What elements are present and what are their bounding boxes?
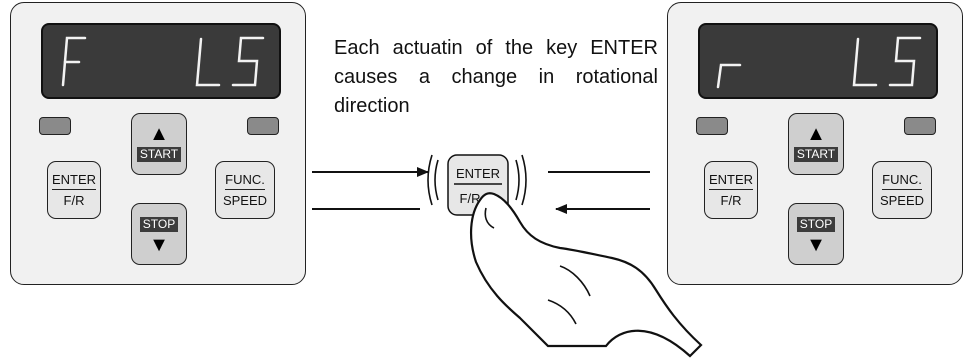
left-control-panel: ENTER F/R FUNC. SPEED ▲ START STOP ▼ (10, 2, 306, 285)
start-label: START (793, 146, 839, 162)
right-control-panel: ENTER F/R FUNC. SPEED ▲ START STOP ▼ (667, 2, 963, 285)
start-key[interactable]: ▲ START (131, 113, 187, 175)
func-label: FUNC. (225, 173, 265, 190)
segment-char-5 (231, 36, 265, 87)
led-left (39, 117, 71, 135)
right-display-segments (716, 36, 922, 89)
stop-key[interactable]: STOP ▼ (788, 203, 844, 265)
left-display-segments (61, 36, 265, 87)
enter-fr-key[interactable]: ENTER F/R (47, 161, 101, 219)
triangle-down-icon: ▼ (806, 233, 826, 256)
led-right (247, 117, 279, 135)
func-speed-key[interactable]: FUNC. SPEED (215, 161, 275, 219)
stop-label: STOP (796, 216, 836, 232)
enter-label: ENTER (708, 173, 754, 190)
segment-char-F (61, 36, 87, 87)
speed-label: SPEED (879, 193, 925, 208)
triangle-up-icon: ▲ (149, 122, 169, 145)
caption-text: Each actuatin of the key ENTER causes a … (334, 37, 658, 117)
segment-char-5 (888, 36, 922, 87)
right-display (698, 23, 938, 99)
start-key[interactable]: ▲ START (788, 113, 844, 175)
stop-key[interactable]: STOP ▼ (131, 203, 187, 265)
func-label: FUNC. (882, 173, 922, 190)
enter-label: ENTER (51, 173, 97, 190)
center-fr-label: F/R (460, 191, 481, 206)
speed-label: SPEED (222, 193, 268, 208)
func-speed-key[interactable]: FUNC. SPEED (872, 161, 932, 219)
triangle-down-icon: ▼ (149, 233, 169, 256)
enter-fr-key[interactable]: ENTER F/R (704, 161, 758, 219)
segment-char-L (195, 37, 221, 87)
center-enter-label: ENTER (456, 166, 500, 181)
segment-char-r (716, 63, 742, 89)
led-right (904, 117, 936, 135)
stop-label: STOP (139, 216, 179, 232)
left-display (41, 23, 281, 99)
fr-label: F/R (63, 193, 85, 208)
start-label: START (136, 146, 182, 162)
fr-label: F/R (720, 193, 742, 208)
triangle-up-icon: ▲ (806, 122, 826, 145)
press-vibration-marks (427, 154, 527, 206)
segment-char-L (852, 37, 878, 87)
finger-icon (469, 192, 703, 358)
led-left (696, 117, 728, 135)
